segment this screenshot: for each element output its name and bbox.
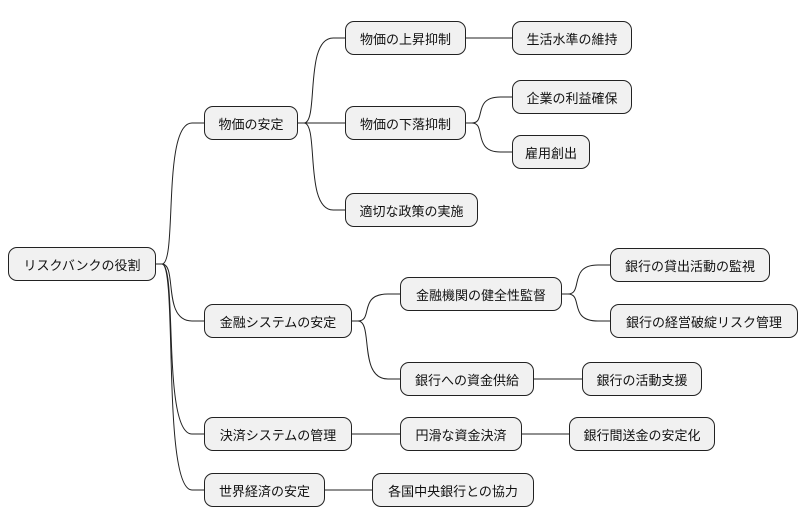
node-smooth-settlement: 円滑な資金決済 (400, 417, 522, 451)
node-job-creation: 雇用創出 (512, 135, 590, 169)
node-supervision: 金融機関の健全性監督 (400, 277, 562, 311)
node-funding-banks: 銀行への資金供給 (400, 362, 534, 396)
node-inflation-control: 物価の上昇抑制 (345, 21, 466, 55)
connector-n-root-n-b3 (156, 263, 204, 491)
branch-world-economy: 世界経済の安定 (204, 473, 325, 507)
connector-n-b0c1-n-b0c1l1 (466, 122, 512, 153)
connector-n-b0-n-b0c0 (298, 37, 345, 124)
node-bankruptcy-risk: 銀行の経営破綻リスク管理 (610, 304, 798, 338)
connector-n-b0-n-b0c2 (298, 122, 345, 211)
connector-n-b1-n-b1c0 (352, 293, 400, 322)
node-central-bank-cooperation: 各国中央銀行との協力 (372, 473, 534, 507)
node-appropriate-policy: 適切な政策の実施 (345, 193, 478, 227)
node-lending-monitoring: 銀行の貸出活動の監視 (610, 248, 770, 282)
node-deflation-control: 物価の下落抑制 (345, 106, 466, 140)
root-node: リスクバンクの役割 (8, 247, 156, 281)
connector-n-root-n-b0 (156, 122, 204, 265)
node-living-standards: 生活水準の維持 (512, 21, 632, 55)
node-interbank-transfer: 銀行間送金の安定化 (569, 417, 715, 451)
connector-n-b0c1-n-b0c1l0 (466, 96, 512, 124)
branch-financial-system: 金融システムの安定 (204, 304, 352, 338)
connector-n-b1c0-n-b1c0l0 (562, 264, 610, 295)
node-bank-support: 銀行の活動支援 (582, 362, 702, 396)
connector-n-root-n-b2 (156, 263, 204, 435)
branch-price-stability: 物価の安定 (204, 106, 298, 140)
connector-n-b1-n-b1c1 (352, 320, 400, 380)
node-corporate-profit: 企業の利益確保 (512, 80, 632, 114)
connector-n-root-n-b1 (156, 263, 204, 322)
connector-n-b1c0-n-b1c0l1 (562, 293, 610, 322)
branch-payment-system: 決済システムの管理 (204, 417, 352, 451)
